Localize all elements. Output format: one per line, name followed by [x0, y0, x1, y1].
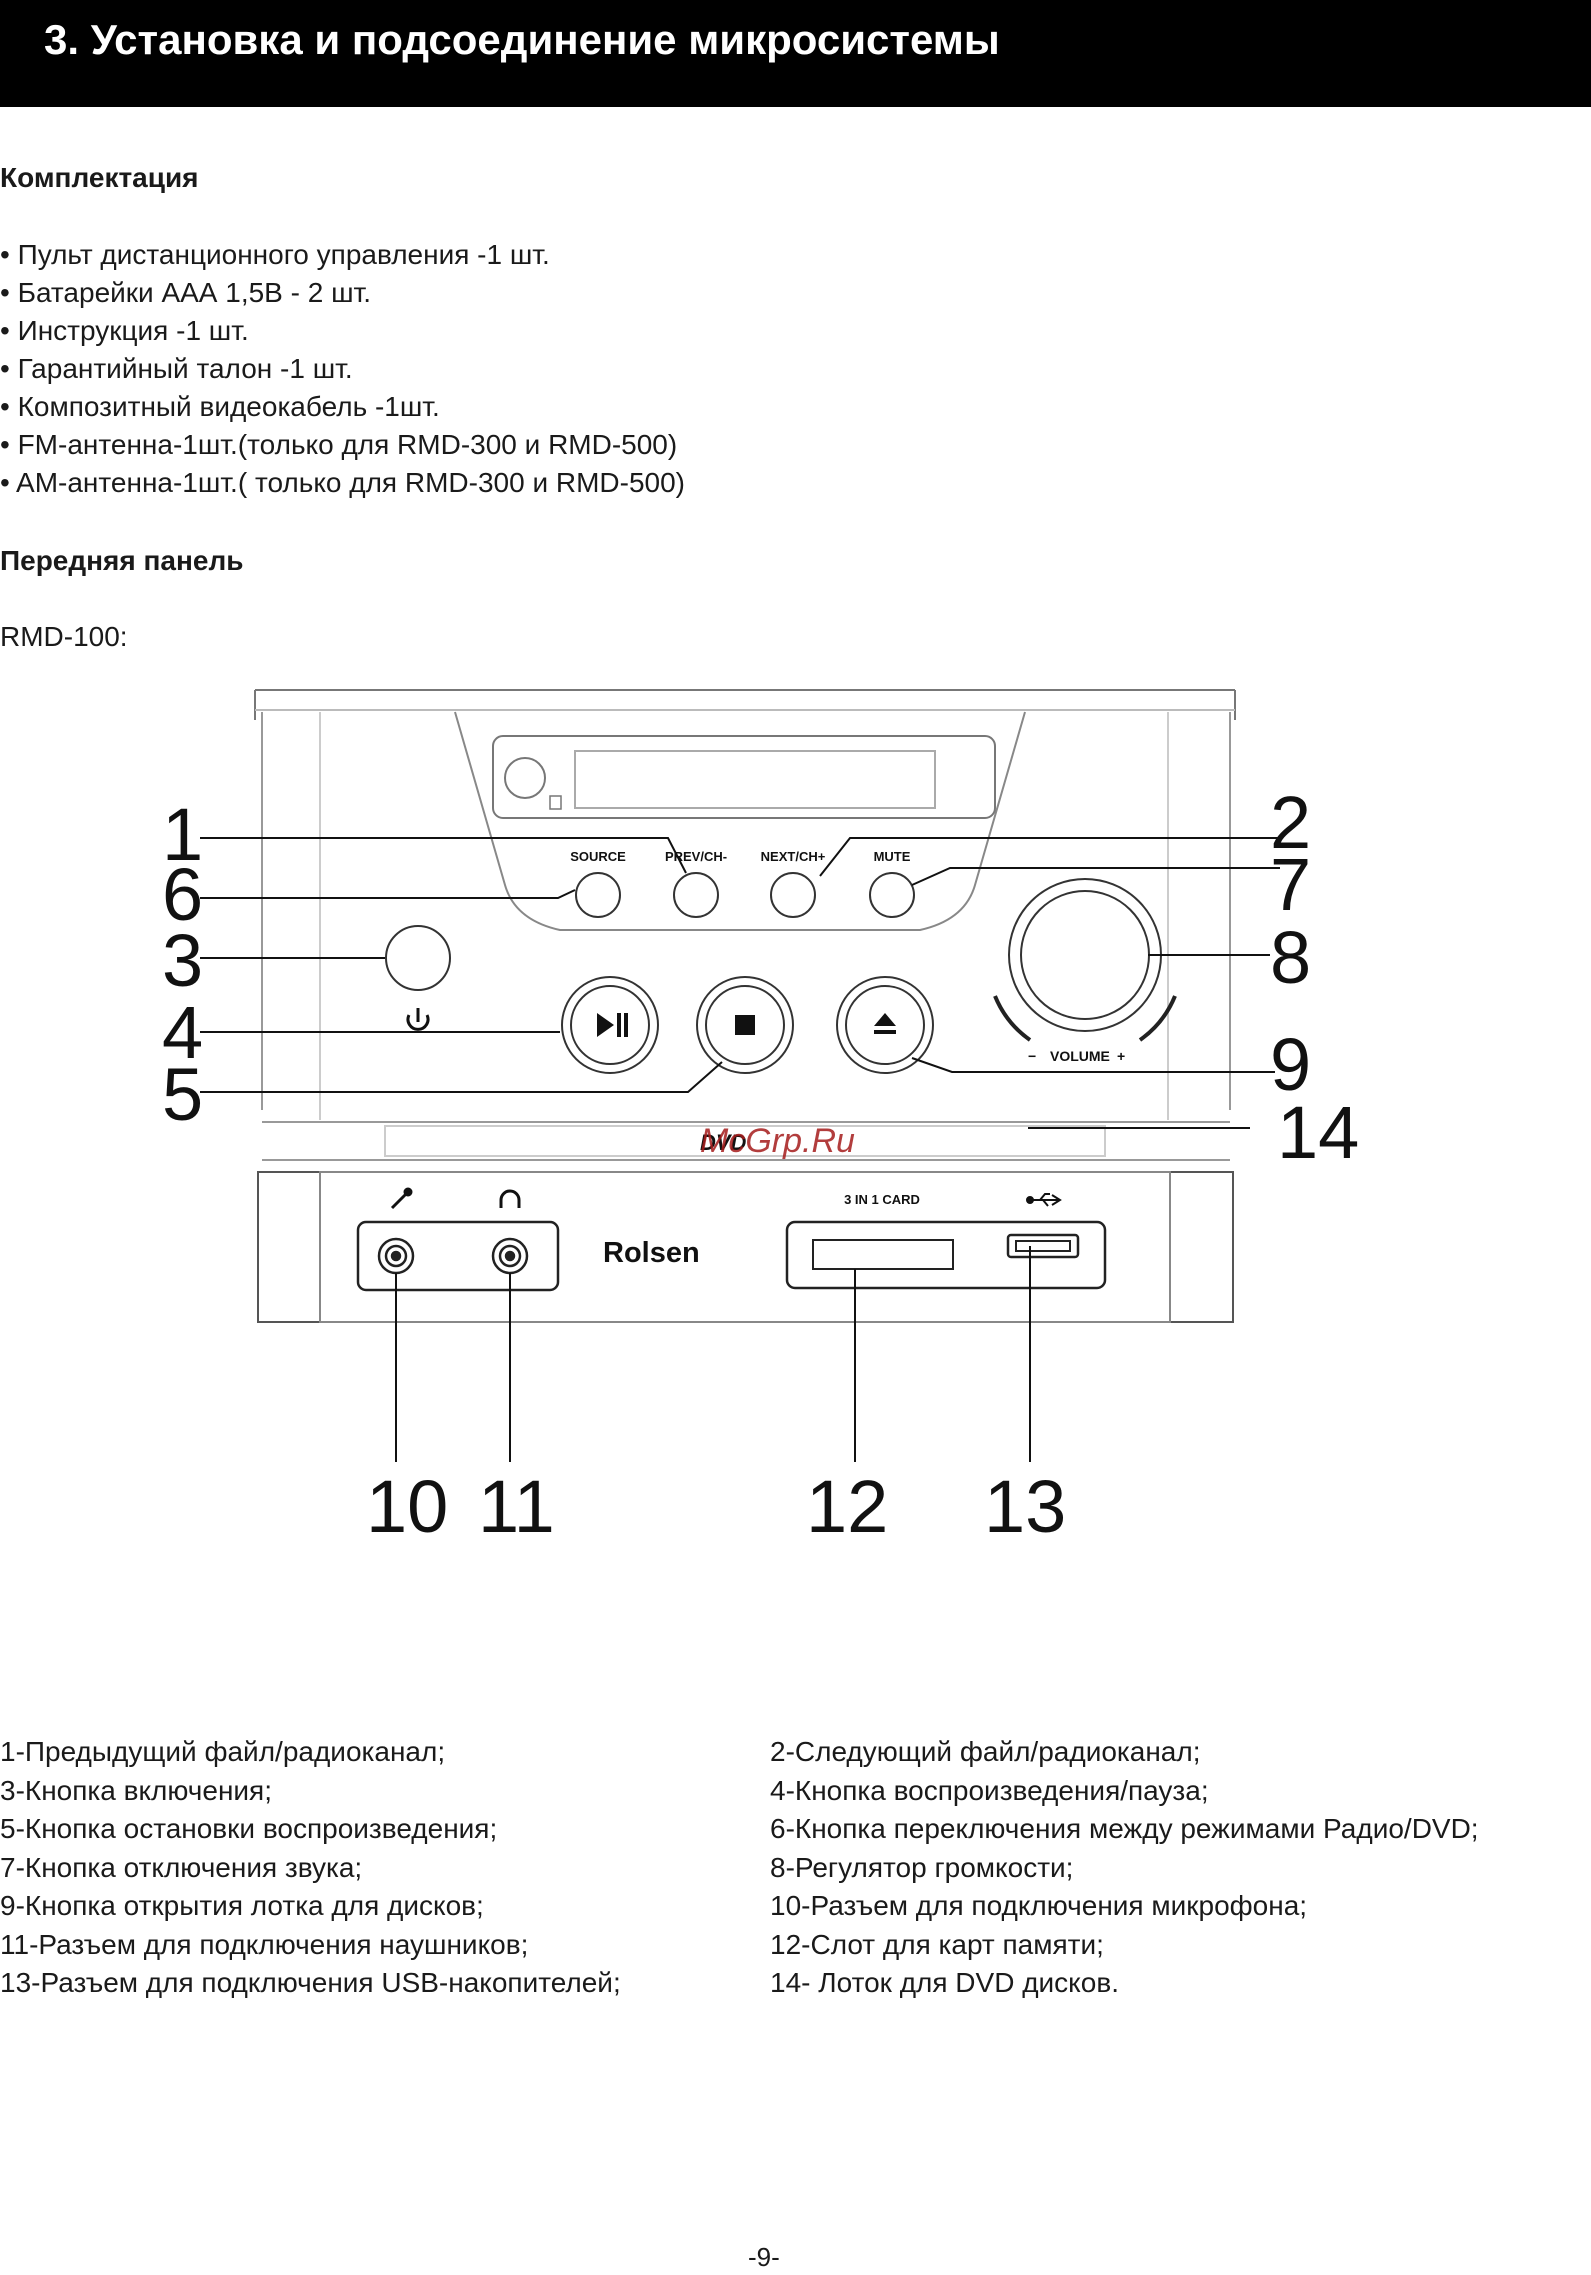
list-item: • FM-антенна-1шт.(только для RMD-300 и R…: [0, 429, 678, 460]
list-item: • Гарантийный талон -1 шт.: [0, 353, 353, 384]
list-item: • AM-антенна-1шт.( только для RMD-300 и …: [0, 467, 686, 498]
list-item: • Композитный видеокабель -1шт.: [0, 391, 440, 422]
page-title: 3. Установка и подсоединение микросистем…: [44, 16, 1000, 63]
callout-2: 2: [1270, 781, 1311, 864]
callout-13: 13: [984, 1465, 1066, 1548]
callout-3: 3: [162, 919, 203, 1002]
volume-label: VOLUME: [1050, 1048, 1110, 1064]
callout-9: 9: [1270, 1023, 1311, 1106]
legend-item: 1-Предыдущий файл/радиоканал;: [0, 1736, 446, 1767]
page-number: -9-: [748, 2242, 780, 2272]
header-bar: 3. Установка и подсоединение микросистем…: [0, 0, 1591, 107]
model-label: RMD-100:: [0, 621, 128, 652]
source-label: SOURCE: [570, 849, 626, 864]
callout-1: 1: [162, 793, 203, 876]
legend-item: 10-Разъем для подключения микрофона;: [770, 1890, 1308, 1921]
headphones-icon: [499, 1189, 521, 1208]
legend-item: 12-Слот для карт памяти;: [770, 1928, 1104, 1960]
stop-button[interactable]: [696, 976, 794, 1074]
stop-icon: [735, 1015, 755, 1035]
mute-label: MUTE: [874, 849, 911, 864]
legend-item: 6-Кнопка переключения между режимами Рад…: [770, 1813, 1479, 1844]
headphone-jack[interactable]: [491, 1237, 529, 1275]
callout-10: 10: [366, 1465, 448, 1548]
next-button[interactable]: [770, 872, 816, 918]
watermark: McGrp.Ru: [700, 1122, 855, 1160]
device-diagram: SOURCE PREV/CH- NEXT/CH+ MUTE 3 IN 1 CAR…: [162, 689, 1359, 1548]
legend-item: 9-Кнопка открытия лотка для дисков;: [0, 1890, 484, 1921]
callout-7: 7: [1270, 843, 1311, 926]
callout-5: 5: [162, 1053, 203, 1136]
front-panel-heading: Передняя панель: [0, 545, 244, 576]
legend-item: 14- Лоток для DVD дисков.: [770, 1967, 1119, 1998]
mute-button[interactable]: [869, 872, 915, 918]
callout-12: 12: [806, 1465, 888, 1548]
source-button[interactable]: [575, 872, 621, 918]
legend-item: 8-Регулятор громкости;: [770, 1851, 1074, 1883]
usb-icon: [1026, 1193, 1062, 1207]
volume-plus-label: +: [1117, 1048, 1125, 1064]
legend-left: 1-Предыдущий файл/радиоканал; 3-Кнопка в…: [0, 1733, 621, 2003]
volume-minus-label: −: [1028, 1048, 1036, 1064]
dvd-logo: DVD: [700, 1130, 747, 1155]
legend-item: 11-Разъем для подключения наушников;: [0, 1928, 529, 1960]
callout-4: 4: [162, 991, 203, 1074]
legend-right: 2-Следующий файл/радиоканал; 4-Кнопка во…: [770, 1733, 1479, 2003]
list-item: • Инструкция -1 шт.: [0, 315, 249, 346]
mic-icon: [390, 1187, 413, 1210]
card-label: 3 IN 1 CARD: [844, 1192, 920, 1207]
contents-list: • Пульт дистанционного управления -1 шт.…: [0, 236, 685, 502]
power-icon: [406, 1008, 430, 1031]
list-item: • Батарейки ААА 1,5В - 2 шт.: [0, 277, 372, 308]
legend-item: 2-Следующий файл/радиоканал;: [770, 1736, 1201, 1767]
play-pause-button[interactable]: [561, 976, 659, 1074]
list-item: • Пульт дистанционного управления -1 шт.: [0, 239, 550, 270]
eject-button[interactable]: [836, 976, 934, 1074]
next-label: NEXT/CH+: [761, 849, 826, 864]
contents-heading: Комплектация: [0, 162, 199, 193]
brand-logo: Rolsen: [603, 1237, 700, 1269]
legend-item: 5-Кнопка остановки воспроизведения;: [0, 1813, 498, 1844]
play-pause-icon: [597, 1013, 628, 1037]
legend-item: 13-Разъем для подключения USB-накопителе…: [0, 1967, 621, 1998]
legend-item: 4-Кнопка воспроизведения/пауза;: [770, 1774, 1209, 1806]
eject-icon: [874, 1013, 896, 1034]
mic-jack[interactable]: [377, 1237, 415, 1275]
callout-11: 11: [478, 1465, 555, 1548]
prev-button[interactable]: [673, 872, 719, 918]
callout-8: 8: [1270, 916, 1311, 999]
legend-item: 7-Кнопка отключения звука;: [0, 1851, 363, 1883]
callout-6: 6: [162, 853, 203, 936]
legend-item: 3-Кнопка включения;: [0, 1774, 272, 1806]
callout-14: 14: [1277, 1091, 1359, 1174]
